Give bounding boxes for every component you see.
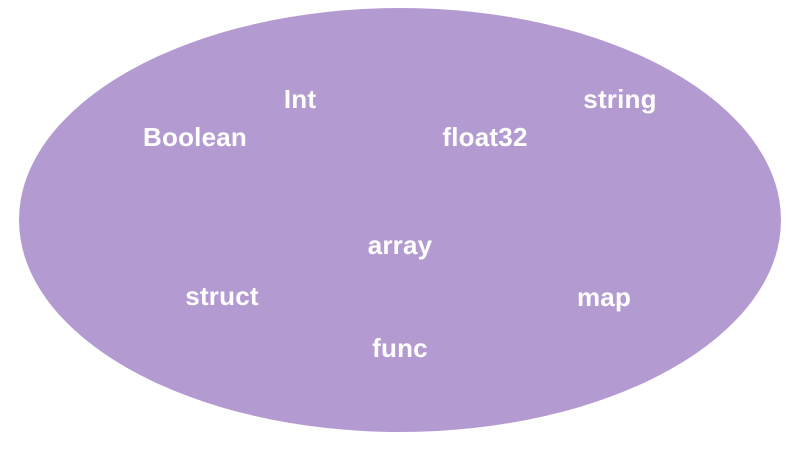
type-label-string: string xyxy=(583,84,657,114)
type-label-func: func xyxy=(372,333,428,363)
type-label-float32: float32 xyxy=(442,122,528,152)
type-label-struct: struct xyxy=(185,281,259,311)
data-types-ellipse xyxy=(19,8,781,432)
type-label-array: array xyxy=(367,230,433,260)
type-label-map: map xyxy=(576,282,632,312)
type-label-int: Int xyxy=(283,84,317,114)
type-label-boolean: Boolean xyxy=(143,122,247,152)
